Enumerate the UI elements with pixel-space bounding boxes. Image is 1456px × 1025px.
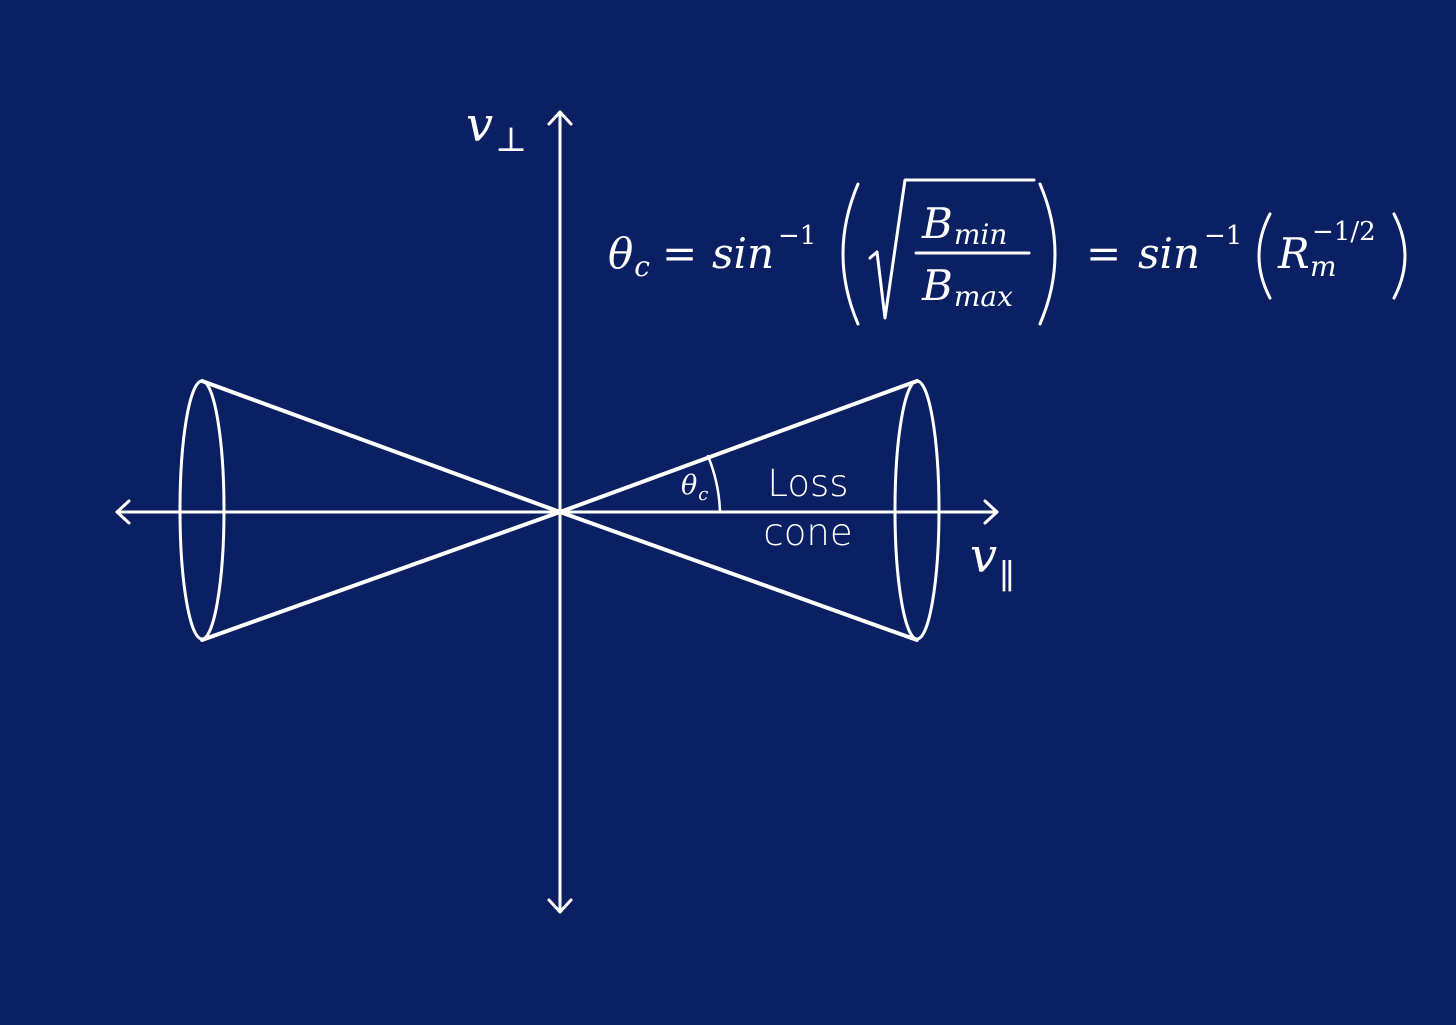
equation-equals-2: = <box>1086 229 1121 278</box>
equation-denominator: Bmax <box>921 261 1013 313</box>
vertical-axis-arrow-up <box>547 110 573 126</box>
right-cone-base-ellipse <box>893 379 941 641</box>
equation-sqrt-sign <box>868 178 1036 320</box>
horizontal-axis-arrow-left <box>115 499 131 525</box>
left-cone-lower-edge <box>200 510 562 642</box>
equation-left-paren-small <box>1257 212 1272 300</box>
horizontal-axis-label: v∥ <box>970 528 1015 597</box>
equation-right-paren-small <box>1392 212 1407 300</box>
equation-func-2: sin <box>1138 229 1200 278</box>
equation-rhs-exponent: −1/2 <box>1312 217 1376 247</box>
equation-func-exponent-2: −1 <box>1204 221 1242 251</box>
angle-label: θc <box>681 470 708 505</box>
equation-equals-1: = <box>662 229 697 278</box>
equation-right-paren-large <box>1038 182 1057 326</box>
loss-cone-label-line2: cone <box>763 511 852 554</box>
equation-numerator: Bmin <box>921 199 1007 251</box>
left-cone-base-ellipse <box>178 379 226 641</box>
equation-lhs: θc <box>608 229 650 283</box>
equation-func-1: sin <box>712 229 774 278</box>
equation-rhs-base: R <box>1277 229 1310 278</box>
angle-arc <box>706 454 722 514</box>
equation-rhs-subscript: m <box>1310 250 1337 283</box>
right-cone <box>558 379 941 642</box>
right-cone-lower-edge <box>558 510 919 642</box>
loss-cone-label-line1: Loss <box>767 462 848 505</box>
vertical-axis-arrow-down <box>547 898 573 914</box>
horizontal-axis-arrow-right <box>983 499 999 525</box>
vertical-axis-label: v⊥ <box>466 97 527 160</box>
right-cone-upper-edge <box>558 379 919 514</box>
left-cone <box>178 379 562 642</box>
equation-func-exponent-1: −1 <box>778 221 816 251</box>
left-cone-upper-edge <box>200 379 562 514</box>
critical-angle-equation: θc = sin −1 Bmin Bmax = sin −1 R m −1/2 <box>608 178 1407 326</box>
equation-left-paren-large <box>841 182 860 326</box>
